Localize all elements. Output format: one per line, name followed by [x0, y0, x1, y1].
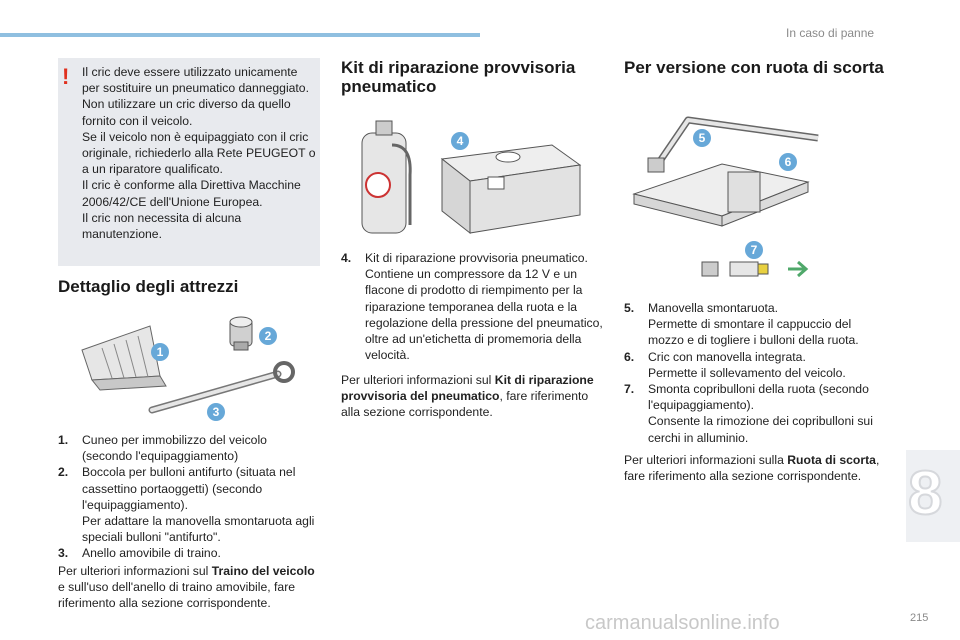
kit-list: 4. Kit di riparazione provvisoria pneuma…: [341, 250, 603, 363]
badge-3: 3: [207, 403, 225, 421]
compressor-icon: [440, 144, 582, 235]
item-number: 4.: [341, 251, 352, 265]
item-number: 2.: [58, 465, 69, 480]
list-item: 1. Cuneo per immobilizzo del veicolo (se…: [58, 432, 320, 464]
badge-7: 7: [745, 241, 763, 259]
svg-text:6: 6: [785, 155, 792, 169]
svg-text:4: 4: [457, 134, 464, 148]
warning-line: Il cric deve essere utilizzato unicament…: [82, 65, 309, 96]
item-text: Smonta copribulloni della ruota (secondo…: [648, 382, 869, 413]
page-number: 215: [910, 612, 929, 624]
svg-text:1: 1: [157, 345, 164, 359]
item-number: 7.: [624, 382, 635, 397]
badge-4: 4: [451, 132, 469, 150]
tools-list: 1. Cuneo per immobilizzo del veicolo (se…: [58, 432, 320, 562]
item-number: 3.: [58, 546, 69, 561]
header-accent-bar: [0, 33, 480, 37]
cross-reference: Traino del veicolo: [211, 564, 315, 578]
wheel-chock-icon: [81, 325, 167, 391]
tools-more-info: Per ulteriori informazioni sul Traino de…: [58, 564, 315, 611]
spare-list: 5. Manovella smontaruota. Permette di sm…: [624, 300, 884, 446]
list-item: 5. Manovella smontaruota. Permette di sm…: [624, 300, 884, 349]
warning-line: Non utilizzare un cric diverso da quello…: [82, 97, 291, 128]
badge-1: 1: [151, 343, 169, 361]
list-item: 7. Smonta copribulloni della ruota (seco…: [624, 381, 884, 446]
tools-heading: Dettaglio degli attrezzi: [58, 277, 239, 296]
chapter-number: 8: [907, 458, 944, 529]
antitheft-socket-icon: [229, 316, 253, 351]
towing-eye-icon: [148, 361, 295, 414]
list-item: 3. Anello amovibile di traino.: [58, 545, 320, 561]
badge-5: 5: [693, 129, 711, 147]
kit-more-info: Per ulteriori informazioni sul Kit di ri…: [341, 373, 594, 420]
badge-6: 6: [779, 153, 797, 171]
warning-text: Il cric deve essere utilizzato unicament…: [82, 64, 316, 242]
item-text: Permette il sollevamento del veicolo.: [648, 365, 846, 380]
item-text: Permette di smontare il cappuccio del mo…: [648, 317, 859, 348]
badge-2: 2: [259, 327, 277, 345]
kit-heading: Kit di riparazione provvisoria pneumatic…: [341, 58, 576, 96]
list-item: 6. Cric con manovella integrata. Permett…: [624, 349, 884, 381]
item-text: Consente la rimozione dei copribulloni s…: [648, 414, 873, 445]
section-title: In caso di panne: [786, 26, 875, 40]
item-text: Cric con manovella integrata.: [648, 349, 806, 364]
warning-line: Il cric è conforme alla Direttiva Macchi…: [82, 178, 301, 209]
svg-text:2: 2: [265, 329, 272, 343]
bolt-cap-remover-icon: [701, 260, 809, 278]
sealant-bottle-icon: [361, 120, 412, 234]
svg-text:7: 7: [751, 243, 758, 257]
warning-box: [58, 58, 320, 266]
svg-text:3: 3: [213, 405, 220, 419]
chapter-tab: [906, 450, 960, 542]
spare-heading: Per versione con ruota di scorta: [624, 58, 884, 77]
warning-icon: !: [62, 64, 70, 89]
jack-icon: [632, 163, 810, 227]
spare-illustration: 5 6 7: [632, 116, 819, 278]
cross-reference: Ruota di scorta: [787, 453, 876, 467]
tools-illustration: 1 2 3: [81, 316, 295, 421]
item-text: Kit di riparazione provvisoria pneumatic…: [365, 251, 588, 265]
item-number: 1.: [58, 433, 69, 447]
list-item: 2. Boccola per bulloni antifurto (situat…: [58, 464, 320, 545]
watermark: carmanualsonline.info: [585, 612, 780, 634]
item-number: 6.: [624, 349, 635, 364]
kit-illustration: 4: [361, 120, 582, 235]
wheel-brace-icon: [647, 116, 819, 173]
warning-line: Il cric non necessita di alcuna manutenz…: [82, 210, 242, 242]
item-text: Contiene un compressore da 12 V e un fla…: [365, 267, 603, 363]
item-text: Anello amovibile di traino.: [82, 546, 221, 561]
item-text: Cuneo per immobilizzo del veicolo (secon…: [82, 433, 267, 464]
list-item: 4. Kit di riparazione provvisoria pneuma…: [341, 250, 603, 363]
item-text: Per adattare la manovella smontaruota ag…: [82, 514, 315, 545]
svg-text:5: 5: [699, 131, 706, 145]
item-text: Manovella smontaruota.: [648, 301, 779, 315]
item-text: Boccola per bulloni antifurto (situata n…: [82, 465, 296, 512]
cross-reference: Kit di riparazione provvisoria del pneum…: [341, 373, 594, 404]
spare-more-info: Per ulteriori informazioni sulla Ruota d…: [624, 453, 880, 484]
warning-line: Se il veicolo non è equipaggiato con il …: [82, 129, 316, 177]
item-number: 5.: [624, 301, 635, 315]
